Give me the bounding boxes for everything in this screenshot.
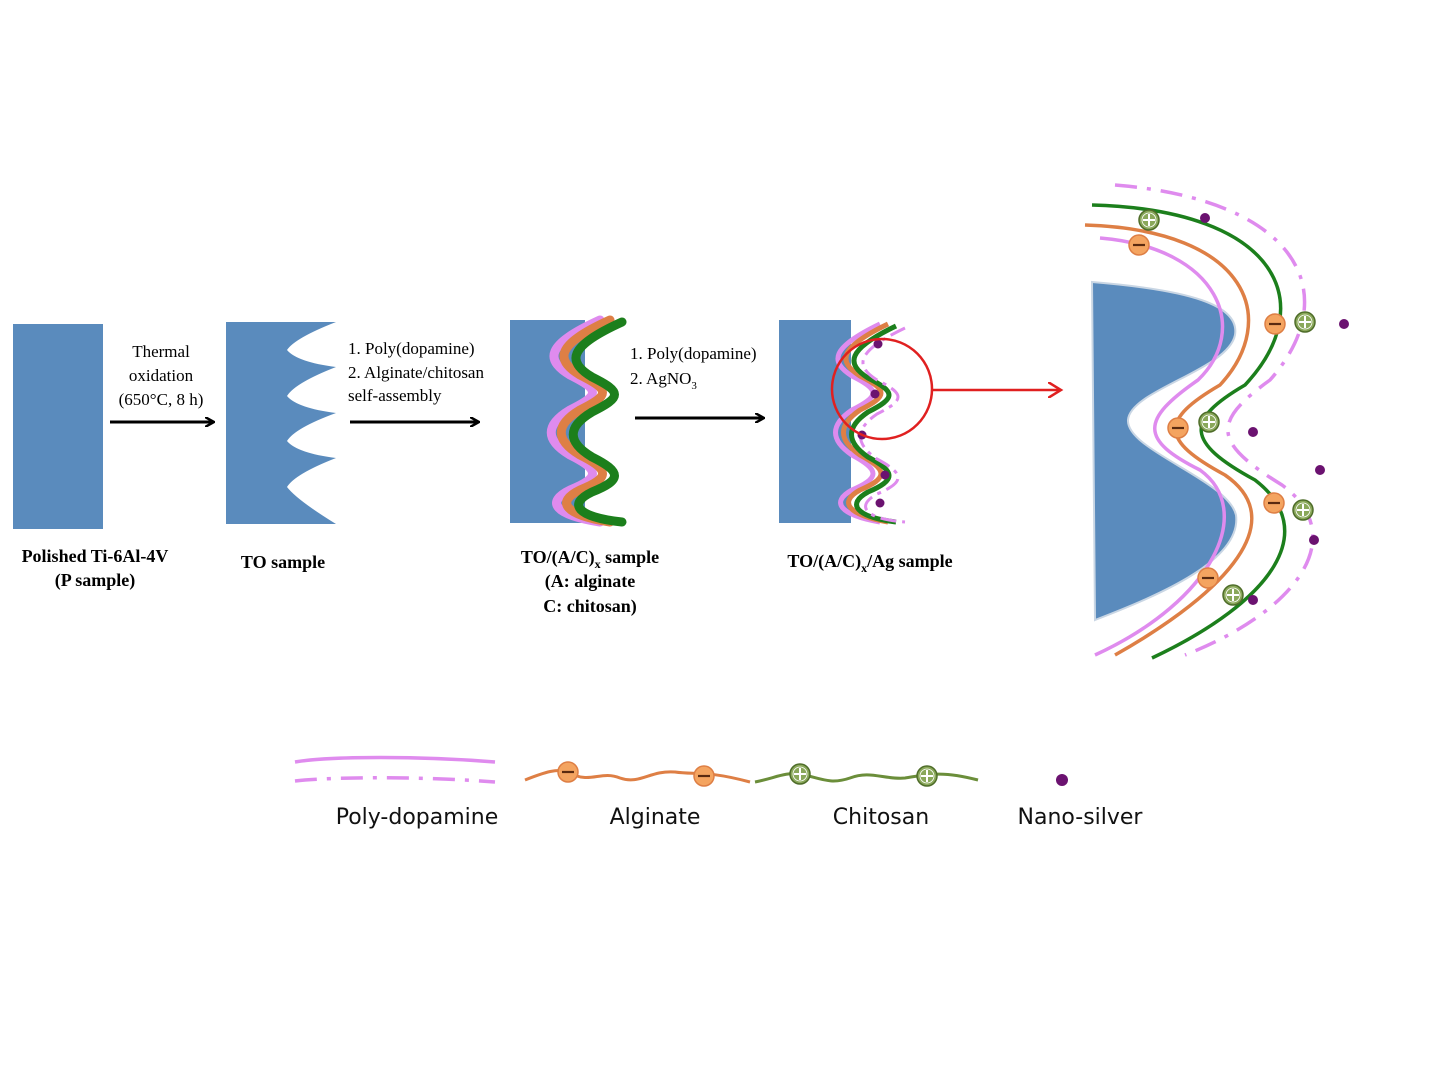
tac-label-sub: x	[595, 557, 601, 571]
tacag-polydopamine-layer	[833, 321, 882, 525]
silver-dot	[1200, 213, 1210, 223]
polished-substrate	[13, 324, 103, 529]
tacag-label-end: /Ag sample	[866, 551, 953, 571]
minus-charge-icon	[1196, 566, 1220, 590]
minus-charge-icon	[556, 760, 580, 784]
tacag-label-main: TO/(A/C)	[787, 551, 861, 572]
tac-label-end: sample	[601, 547, 660, 567]
tac-sample-label-line2: (A: alginate	[545, 571, 635, 592]
silver-dot	[1315, 465, 1325, 475]
step2-label-line3: self-assembly	[348, 386, 442, 405]
plus-charge-icon	[1292, 499, 1314, 521]
legend-polydopamine-dashed	[294, 776, 496, 784]
tacag-alginate-layer	[841, 321, 890, 525]
silver-dot	[1339, 319, 1349, 329]
to-substrate	[226, 322, 336, 524]
step3-label-sub: 3	[691, 380, 697, 392]
p-sample-label-line2: (P sample)	[55, 570, 136, 591]
plus-charge-icon	[789, 763, 811, 785]
minus-charge-icon	[1127, 233, 1151, 257]
silver-dot	[873, 339, 883, 349]
silver-dot	[1248, 427, 1258, 437]
magnified-polydopamine-outer	[1114, 183, 1315, 657]
silver-dot	[875, 498, 885, 508]
tacag-sample-label: TO/(A/C)x/Ag sample	[787, 551, 952, 575]
tac-alginate-layer	[556, 315, 615, 527]
legend-polydopamine-label: Poly-dopamine	[336, 805, 499, 830]
minus-charge-icon	[1263, 312, 1287, 336]
tacag-sample-figure	[779, 320, 934, 525]
silver-dot	[880, 470, 890, 480]
step1-label-line2: oxidation	[129, 366, 194, 385]
tac-sample-figure	[510, 315, 627, 527]
legend-silver-label: Nano-silver	[1018, 805, 1144, 830]
plus-charge-icon	[916, 765, 938, 787]
minus-charge-icon	[692, 764, 716, 788]
step1-label-line1: Thermal	[132, 342, 190, 361]
step3-label-line1: 1. Poly(dopamine)	[630, 344, 757, 363]
step2-label-line2: 2. Alginate/chitosan	[348, 363, 484, 382]
p-sample-label-line1: Polished Ti-6Al-4V	[22, 546, 169, 566]
legend-chitosan-label: Chitosan	[833, 805, 929, 830]
silver-dot	[1248, 595, 1258, 605]
minus-charge-icon	[1166, 416, 1190, 440]
legend: Poly-dopamine Alginate Chitosan Nano-sil…	[294, 755, 1144, 830]
to-sample-label: TO sample	[241, 552, 325, 572]
step3-label-main: 2. AgNO	[630, 369, 691, 388]
plus-charge-icon	[1222, 584, 1244, 606]
magnified-substrate	[1090, 280, 1238, 622]
legend-chitosan-line	[754, 772, 979, 784]
silver-dot	[1309, 535, 1319, 545]
step3-label-line2: 2. AgNO3	[630, 369, 697, 392]
silver-dot	[870, 389, 880, 399]
tac-sample-label-line3: C: chitosan)	[543, 596, 637, 617]
step1-label-line3: (650°C, 8 h)	[119, 390, 204, 409]
plus-charge-icon	[1198, 411, 1220, 433]
tac-sample-label-line1: TO/(A/C)x sample	[521, 547, 659, 571]
tac-label-main: TO/(A/C)	[521, 547, 595, 568]
plus-charge-icon	[1138, 209, 1160, 231]
step2-label-line1: 1. Poly(dopamine)	[348, 339, 475, 358]
legend-alginate-label: Alginate	[610, 805, 701, 830]
minus-charge-icon	[1262, 491, 1286, 515]
magnified-view	[1084, 183, 1349, 660]
tacag-label-sub: x	[861, 561, 867, 575]
plus-charge-icon	[1294, 311, 1316, 333]
tacag-chitosan-layer	[849, 323, 898, 525]
tac-polydopamine-layer	[546, 315, 605, 527]
legend-silver-dot	[1056, 774, 1068, 786]
legend-polydopamine-solid	[294, 755, 496, 764]
tac-chitosan-layer	[568, 317, 627, 527]
